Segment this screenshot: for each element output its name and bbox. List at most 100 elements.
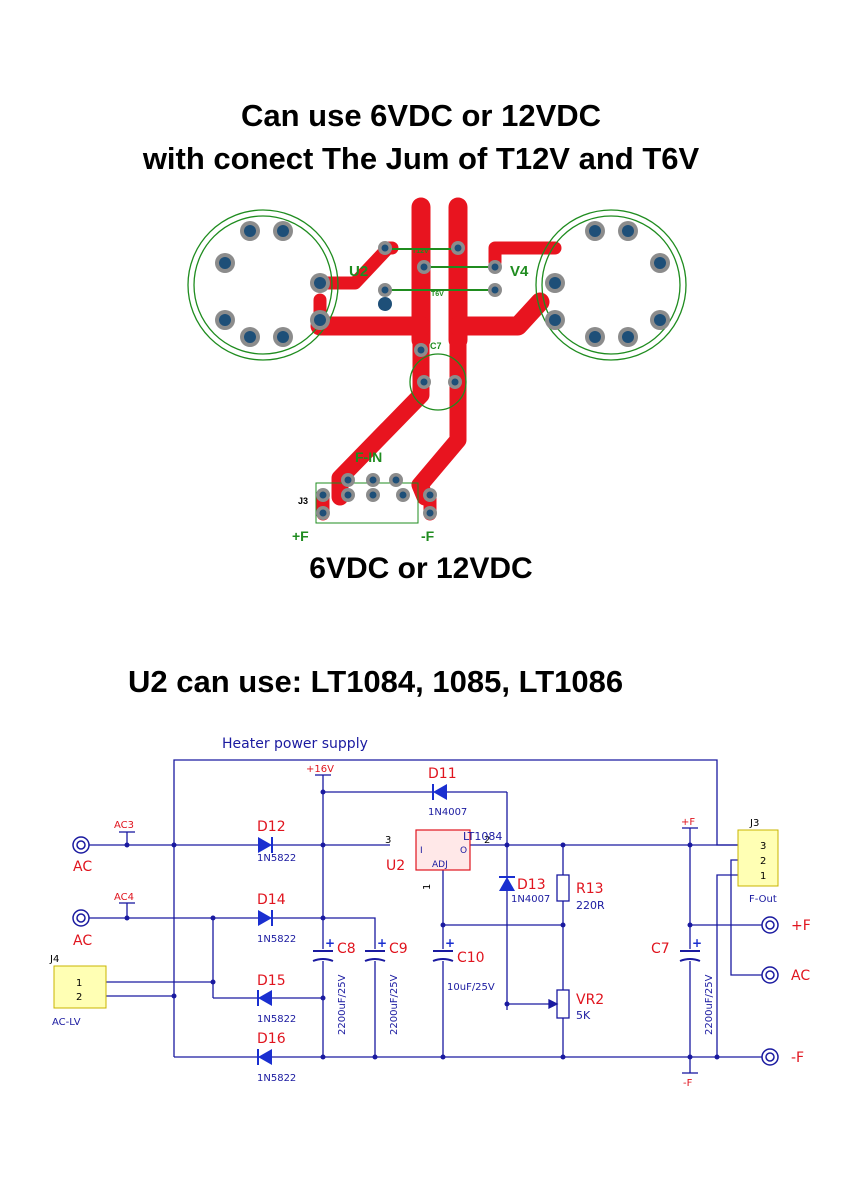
junction-dot: [687, 842, 693, 848]
diode-ref: D16: [257, 1031, 286, 1047]
junction-dot: [171, 842, 177, 848]
j3-connector: [737, 829, 779, 887]
regulator-u2: 3 2 1 I O ADJ U2 LT1084: [385, 829, 502, 890]
capacitor-c9: +C9 2200uF/25V: [363, 936, 408, 1035]
pcb-pad-hole: [454, 244, 462, 252]
terminal-ac-out: AC: [791, 968, 810, 984]
regulator-note: U2 can use: LT1084, 1085, LT1086: [128, 664, 624, 699]
schematic-wires: [89, 759, 762, 1074]
capacitor-value: 2200uF/25V: [389, 974, 400, 1035]
junction-dot: [320, 915, 326, 921]
pcb-pad-hole: [622, 225, 634, 237]
net-ac4: AC4: [114, 892, 134, 903]
diode-d16: D16 1N5822: [257, 1031, 296, 1084]
junction-dot: [372, 1054, 378, 1060]
capacitor-value: 2200uF/25V: [704, 974, 715, 1035]
terminal-minusf: -F: [791, 1050, 804, 1066]
net-plusf: +F: [681, 817, 695, 828]
diode-ref: D13: [517, 877, 546, 893]
junction-dot: [320, 789, 326, 795]
j3-pin3: 3: [760, 841, 766, 852]
pcb-layout: U2 V4 T12V T6V C7 F-IN J3 +F -F: [187, 197, 687, 544]
r13-ref: R13: [576, 881, 604, 897]
pcb-pad-hole: [426, 491, 434, 499]
pcb-pad-hole: [451, 378, 459, 386]
pcb-pad-hole: [417, 346, 425, 354]
j4-pin1: 1: [76, 978, 82, 989]
pcb-pad-hole: [589, 331, 601, 343]
pcb-pad-hole: [319, 509, 327, 517]
schematic-capacitors: +C82200uF/25V+C92200uF/25V+C1010uF/25V+C…: [311, 936, 715, 1035]
j3-ref: J3: [749, 818, 759, 829]
net-plus16v: +16V: [306, 764, 334, 775]
pcb-pad-hole: [314, 314, 326, 326]
pcb-pad-hole: [491, 286, 499, 294]
pcb-pads: [215, 221, 670, 520]
capacitor-value: 10uF/25V: [447, 982, 495, 993]
u2-pin-out: O: [460, 846, 467, 856]
capacitor-ref: C8: [337, 941, 356, 957]
capacitor-ref: C9: [389, 941, 408, 957]
pcb-pad-hole: [426, 509, 434, 517]
pcb-pad-hole: [344, 476, 352, 484]
pcb-traces: [310, 197, 562, 521]
pcb-pad-hole: [244, 331, 256, 343]
junction-dot: [440, 922, 446, 928]
pcb-pad-hole: [219, 257, 231, 269]
diode-value: 1N5822: [257, 1073, 296, 1084]
junction-dot: [124, 842, 130, 848]
junction-dot: [171, 993, 177, 999]
pcb-pad-hole: [622, 331, 634, 343]
resistors: [548, 874, 570, 1019]
j3-label: J3: [298, 496, 308, 506]
terminal-ac1: AC: [73, 859, 92, 875]
pcb-pad-hole: [277, 225, 289, 237]
pcb-pad-hole: [381, 286, 389, 294]
pcb-caption: 6VDC or 12VDC: [309, 552, 533, 585]
diode-ref: D11: [428, 766, 457, 782]
diode-value: 1N5822: [257, 853, 296, 864]
pcb-silk-text: U2 V4 T12V T6V C7 F-IN J3 +F -F: [292, 248, 529, 544]
u2-pin2: 2: [484, 835, 490, 846]
pcb-pad-hole: [589, 225, 601, 237]
t6v-label: T6V: [431, 291, 444, 298]
pcb-pad-hole: [319, 491, 327, 499]
pcb-pad-hole: [219, 314, 231, 326]
diode-d14: D14 1N5822: [257, 892, 296, 945]
svg-text:+: +: [377, 936, 387, 950]
pcb-via: [378, 297, 392, 311]
junction-dot: [320, 1054, 326, 1060]
diode-value: 1N4007: [511, 894, 550, 905]
pcb-pad-hole: [654, 257, 666, 269]
junction-dot: [320, 842, 326, 848]
plusf-label: +F: [292, 528, 309, 544]
u2-value: LT1084: [463, 830, 502, 843]
j4-pin2: 2: [76, 992, 82, 1003]
j3-pin2: 2: [760, 856, 766, 867]
j4-ref: J4: [49, 954, 59, 965]
j4-name: AC-LV: [52, 1017, 81, 1028]
capacitor-ref: C7: [651, 941, 670, 957]
svg-text:+: +: [325, 936, 335, 950]
capacitor-c7: + C7 2200uF/25V: [651, 936, 715, 1035]
net-ac3: AC3: [114, 820, 134, 831]
u2-ref: U2: [386, 858, 405, 874]
junction-dot: [504, 1001, 510, 1007]
junction-dot: [504, 842, 510, 848]
minusf-label: -F: [421, 528, 435, 544]
junction-dot: [440, 1054, 446, 1060]
diode-ref: D14: [257, 892, 286, 908]
terminals: [72, 836, 779, 1066]
svg-text:+: +: [692, 936, 702, 950]
pcb-pad-hole: [654, 314, 666, 326]
pcb-pad-hole: [344, 491, 352, 499]
u2-pin1: 1: [422, 884, 433, 890]
diode-value: 1N5822: [257, 934, 296, 945]
r13-value: 220R: [576, 899, 605, 912]
svg-text:+: +: [445, 936, 455, 950]
u2-pin3: 3: [385, 835, 391, 846]
junction-dot: [687, 1054, 693, 1060]
junction-dot: [714, 1054, 720, 1060]
